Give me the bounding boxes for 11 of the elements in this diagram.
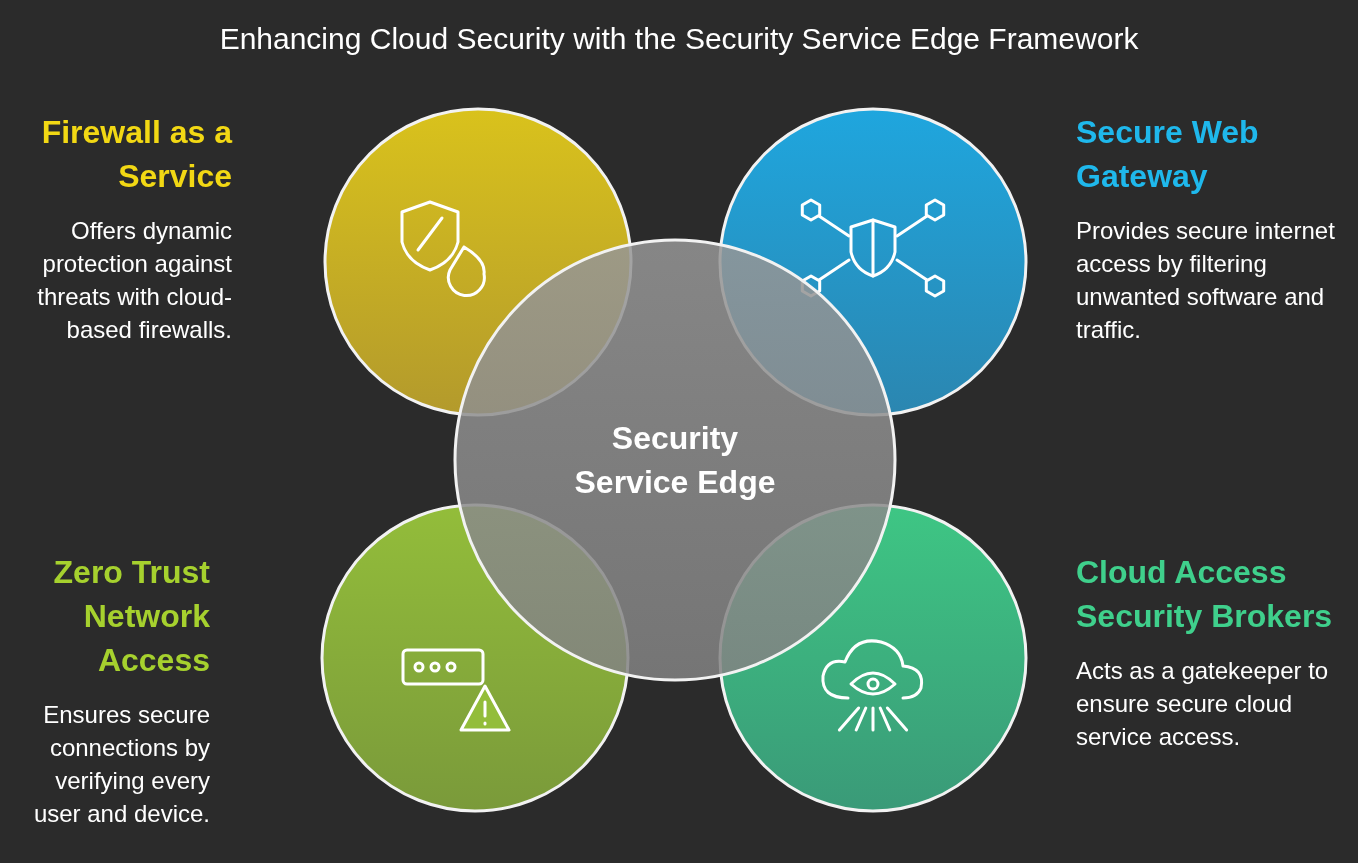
heading: Secure Web Gateway — [1076, 113, 1260, 196]
description: Offers dynamic protection against threats with cloud-based firewalls. — [36, 216, 232, 345]
heading: Zero Trust Network Access — [52, 553, 210, 680]
description: Ensures secure connections by verifying every user and device. — [32, 700, 210, 829]
title: Enhancing Cloud Security with the Security Service Edge Framework — [218, 22, 1140, 56]
circle — [453, 238, 897, 682]
heading: Firewall as a Service — [40, 113, 232, 196]
description: Acts as a gatekeeper to ensure secure cloud service access. — [1076, 656, 1330, 752]
heading: Cloud Access Security Brokers — [1076, 553, 1334, 636]
circle-label: Security Service Edge — [573, 419, 777, 502]
description: Provides secure internet access by filtering unwanted software and traffic. — [1076, 216, 1336, 345]
